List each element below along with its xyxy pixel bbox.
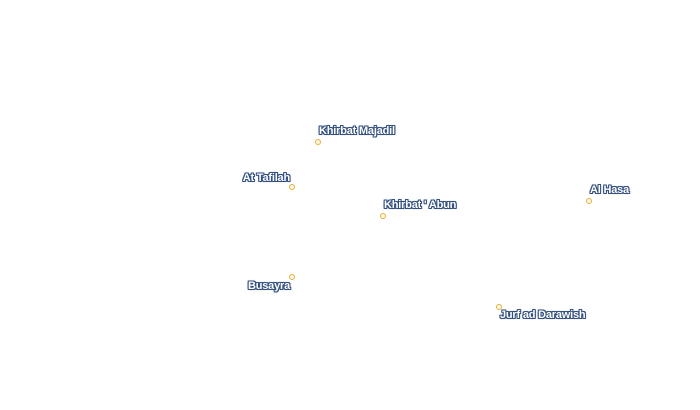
place-marker[interactable] — [289, 184, 295, 190]
place-label[interactable]: Khirbat ' Abun — [384, 199, 457, 211]
place-marker[interactable] — [315, 139, 321, 145]
place-label[interactable]: Jurf ad Darawish — [500, 309, 586, 321]
place-marker[interactable] — [496, 304, 502, 310]
place-label[interactable]: Al Hasa — [590, 184, 629, 196]
place-marker[interactable] — [289, 274, 295, 280]
place-marker[interactable] — [380, 213, 386, 219]
place-marker[interactable] — [586, 198, 592, 204]
place-label[interactable]: Khirbat Majadil — [319, 125, 395, 137]
place-label[interactable]: Busayra — [247, 280, 290, 292]
place-label[interactable]: At Tafilah — [242, 172, 290, 184]
